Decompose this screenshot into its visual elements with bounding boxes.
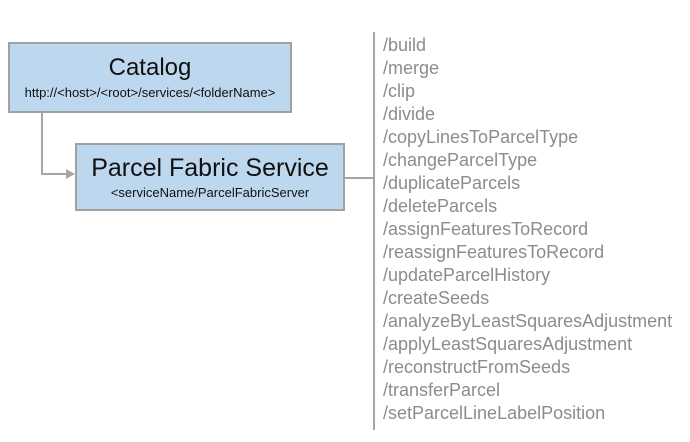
operation-item: /copyLinesToParcelType — [383, 127, 579, 147]
catalog-title: Catalog — [108, 54, 192, 81]
operation-item: /createSeeds — [383, 288, 490, 308]
operation-item: /build — [383, 35, 427, 55]
operation-item: /reconstructFromSeeds — [383, 357, 571, 377]
catalog-node: Catalog http://<host>/<root>/services/<f… — [8, 42, 292, 113]
operation-item: /deleteParcels — [383, 196, 498, 216]
service-url-pattern: <serviceName/ParcelFabricServer — [110, 184, 310, 200]
operation-item: /changeParcelType — [383, 150, 538, 170]
operation-item: /clip — [383, 81, 416, 101]
operation-item: /duplicateParcels — [383, 173, 521, 193]
operation-item: /applyLeastSquaresAdjustment — [383, 334, 633, 354]
connector-service-to-divider — [345, 177, 373, 179]
operation-item: /setParcelLineLabelPosition — [383, 403, 606, 423]
arrow-right-icon — [66, 169, 75, 179]
catalog-url-pattern: http://<host>/<root>/services/<folderNam… — [24, 85, 276, 100]
operation-item: /transferParcel — [383, 380, 501, 400]
operation-item: /merge — [383, 58, 440, 78]
operation-item: /assignFeaturesToRecord — [383, 219, 589, 239]
connector-elbow-horizontal — [41, 173, 67, 175]
operation-item: /divide — [383, 104, 436, 124]
operation-item: /updateParcelHistory — [383, 265, 551, 285]
service-title: Parcel Fabric Service — [91, 153, 329, 182]
divider-line — [373, 32, 375, 430]
operations-list: /build/merge/clip/divide/copyLinesToParc… — [383, 34, 672, 425]
operation-item: /reassignFeaturesToRecord — [383, 242, 605, 262]
operation-item: /analyzeByLeastSquaresAdjustment — [383, 311, 673, 331]
parcel-fabric-service-node: Parcel Fabric Service <serviceName/Parce… — [75, 143, 345, 211]
connector-elbow-vertical — [41, 113, 43, 175]
